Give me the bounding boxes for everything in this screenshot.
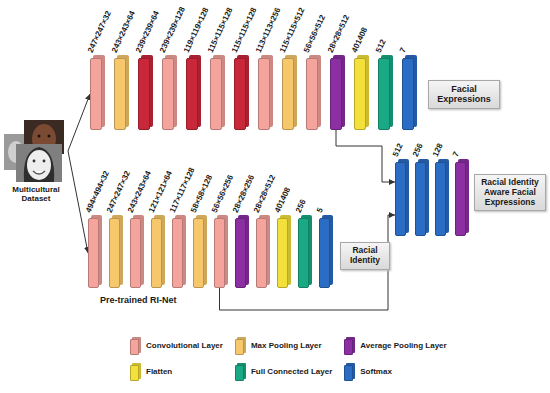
legend-swatch [130, 365, 139, 381]
layer-block: 58×58×128 [193, 218, 204, 288]
layer-size-label: 239×239×64 [134, 9, 161, 54]
layer-block: 401408 [277, 218, 288, 288]
layer-size-label: 7 [398, 46, 408, 54]
layer-size-label: 512 [391, 142, 405, 158]
layer-block: 56×56×256 [214, 218, 225, 288]
eye [48, 135, 51, 138]
layer-size-label: 247×247×32 [86, 9, 113, 54]
layer-size-label: 243×243×64 [110, 9, 137, 54]
layer-block: 239×239×64 [138, 58, 150, 130]
layer-size-label: 5 [315, 206, 325, 214]
legend-label: Softmax [360, 367, 392, 376]
eye [38, 135, 41, 138]
layer-block: 247×247×32 [90, 58, 102, 130]
smile [33, 171, 45, 174]
legend-item: Full Connected Layer [235, 362, 332, 381]
layer-block: 28×28×512 [256, 218, 267, 288]
connector-arrow [220, 215, 396, 310]
legend-swatch [235, 365, 244, 381]
layer-block: 117×117×128 [172, 218, 183, 288]
dataset-faces [4, 120, 68, 182]
legend: Convolutional Layer Max Pooling Layer Aver… [130, 336, 447, 381]
layer-block: 121×121×64 [151, 218, 162, 288]
eye [43, 160, 46, 163]
legend-item: Max Pooling Layer [235, 336, 332, 355]
layer-block: 401408 [354, 58, 366, 130]
legend-item: Average Pooling Layer [344, 336, 446, 355]
layer-block: 256 [298, 218, 309, 288]
layer-size-label: 28×28×512 [326, 13, 351, 54]
connector-arrow [336, 130, 395, 182]
output-box: Racial Identity Aware Facial Expressions [474, 174, 546, 211]
connector-arrow [68, 151, 88, 253]
legend-label: Full Connected Layer [251, 367, 332, 376]
layer-size-label: 512 [374, 38, 388, 54]
layer-block: 5 [319, 218, 330, 288]
legend-label: Average Pooling Layer [360, 341, 446, 350]
layer-size-label: 401408 [350, 26, 369, 54]
layer-size-label: 401408 [273, 186, 292, 214]
legend-item: Convolutional Layer [130, 336, 223, 355]
output-label: Racial Identity [345, 246, 385, 266]
dataset-label: Multicultural Dataset [4, 185, 68, 203]
layer-block: 239×239×128 [162, 58, 174, 130]
layer-block: 256 [415, 162, 426, 236]
hair [24, 147, 54, 182]
legend-swatch [344, 339, 353, 355]
layer-size-label: 7 [451, 150, 461, 158]
layer-size-label: 128 [431, 142, 445, 158]
legend-swatch [130, 339, 139, 355]
output-box: Facial Expressions [428, 80, 500, 109]
output-label: Facial Expressions [433, 84, 495, 105]
face-photo [16, 144, 62, 182]
layer-block: 247×247×32 [109, 218, 120, 288]
image-area [4, 120, 68, 182]
layer-block: 243×243×64 [114, 58, 126, 130]
layer-block: 243×243×64 [130, 218, 141, 288]
output-box: Racial Identity [340, 242, 390, 270]
layer-block: 28×28×512 [330, 58, 342, 130]
layer-block: 7 [402, 58, 414, 130]
legend-label: Flatten [146, 367, 172, 376]
eye [33, 160, 36, 163]
layer-block: 115×115×128 [210, 58, 222, 130]
legend-swatch [235, 339, 244, 355]
legend-item: Flatten [130, 362, 223, 381]
layer-block: 56×56×512 [306, 58, 318, 130]
layer-block: 28×28×256 [235, 218, 246, 288]
layer-block: 128 [435, 162, 446, 236]
layer-block: 512 [395, 162, 406, 236]
layer-block: 512 [378, 58, 390, 130]
connector-arrow [68, 94, 90, 151]
layer-block: 115×115×512 [282, 58, 294, 130]
face [27, 150, 51, 180]
layer-block: 113×113×256 [258, 58, 270, 130]
legend-label: Max Pooling Layer [251, 341, 322, 350]
output-label: Racial Identity Aware Facial Expressions [479, 178, 541, 207]
layer-block: 494×494×32 [88, 218, 99, 288]
dataset-panel: Multicultural Dataset [4, 120, 68, 203]
layer-block: 115×115×128 [234, 58, 246, 130]
legend-item: Softmax [344, 362, 446, 381]
legend-label: Convolutional Layer [146, 341, 223, 350]
legend-swatch [344, 365, 353, 381]
layer-size-label: 256 [411, 142, 425, 158]
layer-size-label: 56×56×512 [302, 13, 327, 54]
network-name: Pre-trained RI-Net [100, 295, 177, 305]
layer-size-label: 256 [294, 198, 308, 214]
layer-block: 7 [455, 162, 466, 236]
layer-block: 119×119×128 [186, 58, 198, 130]
